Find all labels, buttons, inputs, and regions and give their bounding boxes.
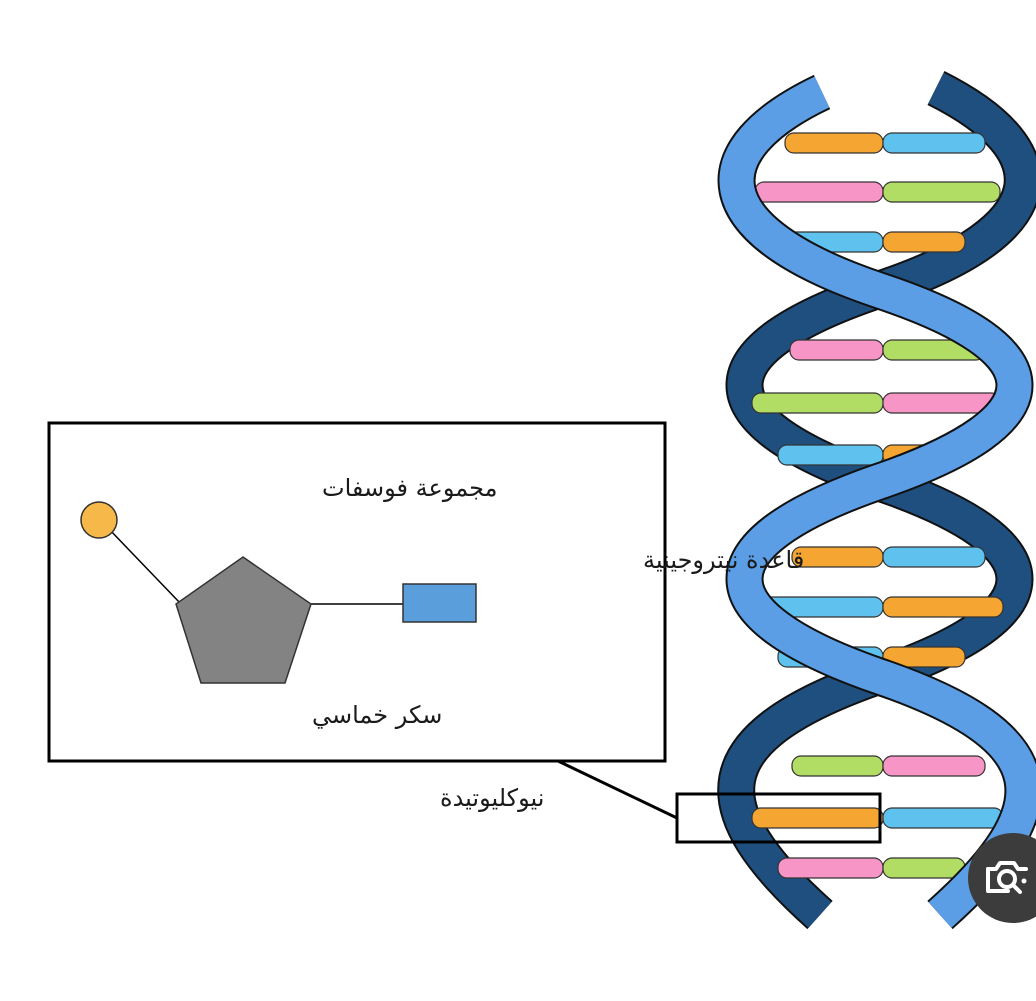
base-pair-left-orange — [791, 546, 884, 568]
dna-double-helix — [717, 71, 1036, 930]
camera-search-icon — [986, 861, 1028, 894]
nitrogen-base-rect — [402, 583, 477, 623]
connector-line — [557, 759, 678, 820]
helix-front-strand-fill — [719, 76, 1036, 928]
base-pair-right-orange — [882, 596, 1004, 618]
base-pair-right-blue — [882, 546, 986, 568]
base-pair-right-green — [882, 181, 1001, 203]
base-pair-right-pink — [882, 755, 986, 777]
base-pair-left-orange — [784, 132, 884, 154]
pentose-sugar-pentagon — [175, 556, 312, 684]
phosphate-group-label: مجموعة فوسفات — [322, 474, 497, 502]
helix-front-strand — [717, 74, 1036, 930]
base-pair-left-pink — [754, 181, 884, 203]
base-pair-left-orange — [751, 807, 884, 829]
base-pair-left-pink — [777, 857, 884, 879]
base-pair-left-green — [751, 392, 884, 414]
visual-search-button[interactable] — [968, 833, 1036, 923]
base-pair-right-orange — [882, 646, 966, 668]
base-pair-left-green — [791, 755, 884, 777]
nitrogen-base-label: قاعدة نيتروجينية — [643, 546, 804, 574]
pentose-sugar-label: سكر خماسي — [312, 701, 442, 729]
nucleotide-frame — [47, 421, 667, 763]
nucleotide-detail-box: مجموعة فوسفات قاعدة نيتروجينية سكر خماسي — [47, 421, 804, 763]
base-pair-right-orange — [882, 231, 966, 253]
base-pair-left-pink — [789, 339, 884, 361]
base-pair-right-blue — [882, 132, 986, 154]
phosphate-circle — [80, 501, 118, 539]
nucleotide-label: نيوكليوتيدة — [440, 784, 544, 812]
base-pair-left-blue — [777, 444, 884, 466]
base-pair-right-green — [882, 857, 966, 879]
phosphate-bond — [107, 527, 182, 605]
base-pair-right-blue — [882, 807, 1004, 829]
